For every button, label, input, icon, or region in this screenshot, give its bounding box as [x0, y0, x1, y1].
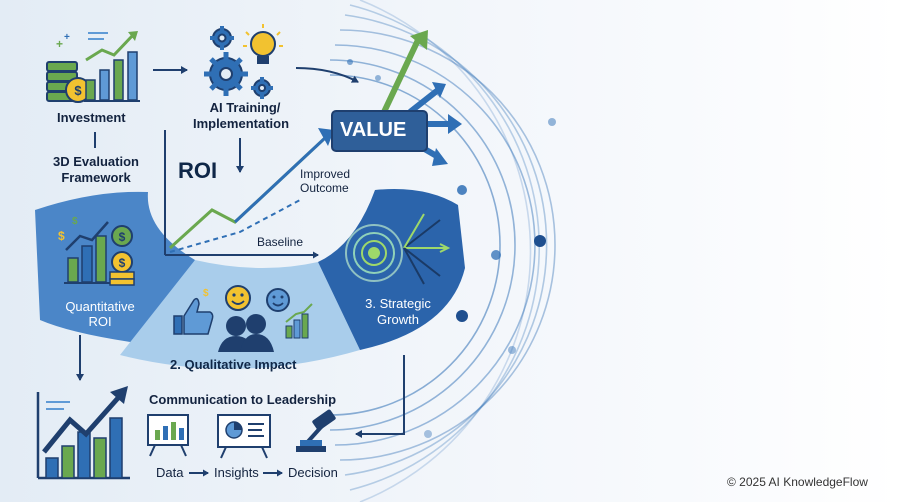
smiley-icon	[225, 285, 290, 312]
label-qualitative: 2. Qualitative Impact	[170, 357, 297, 372]
label-ai-training-1: AI Training/	[209, 100, 281, 115]
label-improved-2: Outcome	[300, 181, 349, 195]
svg-text:$: $	[119, 256, 126, 270]
label-framework-2: Framework	[61, 170, 131, 185]
lightbulb-icon	[243, 24, 283, 64]
label-flow-data: Data	[156, 465, 184, 480]
easel-chart-icon	[147, 414, 189, 457]
growth-chart-icon	[285, 303, 313, 339]
label-quantitative-1: Quantitative	[65, 299, 135, 314]
coins-icon: $ + +	[46, 32, 91, 103]
label-quantitative-2: ROI	[88, 314, 112, 329]
thumbs-up-icon: $	[173, 288, 214, 335]
gear-icon	[204, 26, 273, 99]
quantitative-chart-icon: $ $ $ $	[58, 216, 135, 286]
label-flow-insights: Insights	[214, 465, 259, 480]
bar-chart-icon	[84, 31, 140, 102]
strategic-arrows-icon	[403, 213, 451, 285]
easel-pie-icon	[217, 414, 271, 459]
label-communication: Communication to Leadership	[149, 392, 337, 407]
band-qualitative	[120, 260, 360, 369]
label-ai-training-2: Implementation	[192, 116, 290, 131]
label-strategic-1: 3. Strategic	[365, 296, 431, 311]
svg-text:+: +	[64, 32, 70, 43]
svg-text:$: $	[58, 229, 65, 243]
label-flow-decision: Decision	[288, 465, 338, 480]
label-investment: Investment	[57, 110, 126, 125]
svg-text:$: $	[72, 216, 78, 227]
label-improved-1: Improved	[300, 167, 351, 181]
svg-text:$: $	[203, 288, 209, 299]
svg-text:+: +	[56, 37, 63, 51]
svg-text:$: $	[119, 230, 126, 244]
label-strategic-2: Growth	[377, 312, 419, 327]
large-bar-chart-icon	[36, 386, 130, 480]
gavel-icon	[296, 409, 336, 452]
people-icon	[218, 314, 274, 352]
svg-text:$: $	[74, 83, 82, 98]
copyright-text: © 2025 AI KnowledgeFlow	[727, 475, 868, 489]
arc-dots	[347, 59, 556, 438]
value-box	[331, 110, 428, 152]
line-chart-icon	[164, 128, 334, 259]
label-roi: ROI	[178, 158, 218, 183]
concentric-arcs	[329, 0, 556, 502]
target-icon	[345, 224, 403, 282]
label-value: VALUE	[340, 119, 407, 141]
label-framework-1: 3D Evaluation	[53, 154, 139, 169]
label-baseline: Baseline	[257, 235, 304, 249]
